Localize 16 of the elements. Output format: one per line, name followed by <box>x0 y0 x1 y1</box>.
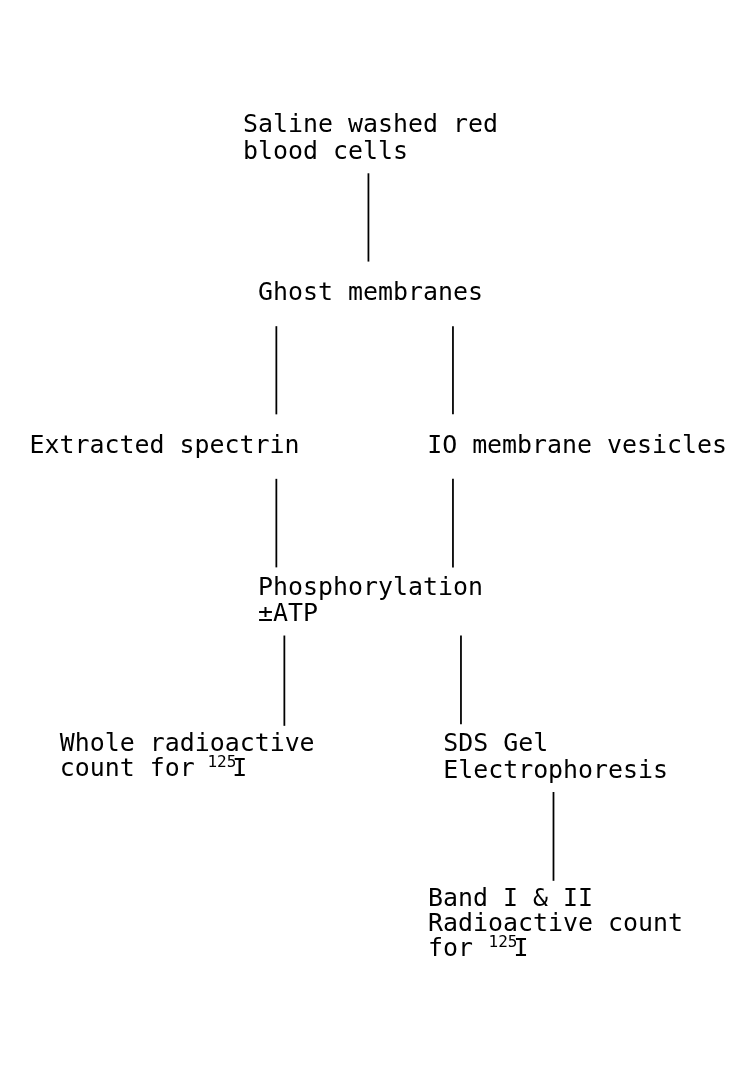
node-text: Saline washed red blood cells <box>242 109 498 165</box>
node-text: Whole radioactive count for $^{125}$I <box>59 728 315 783</box>
node-text: IO membrane vesicles <box>427 430 728 460</box>
connector <box>452 325 454 416</box>
connector <box>460 634 462 726</box>
connector <box>452 477 454 569</box>
node-text: Phosphorylation ±ATP <box>258 571 484 628</box>
node-text: SDS Gel Electrophoresis <box>443 728 669 785</box>
connector <box>283 634 286 727</box>
connector <box>275 477 278 569</box>
connector <box>367 172 370 263</box>
node-text: Extracted spectrin <box>29 430 300 460</box>
connector <box>275 325 278 416</box>
node-text: Band I & II Radioactive count for $^{125}$I <box>428 883 683 962</box>
node-text: Ghost membranes <box>258 277 484 307</box>
connector <box>552 791 555 882</box>
